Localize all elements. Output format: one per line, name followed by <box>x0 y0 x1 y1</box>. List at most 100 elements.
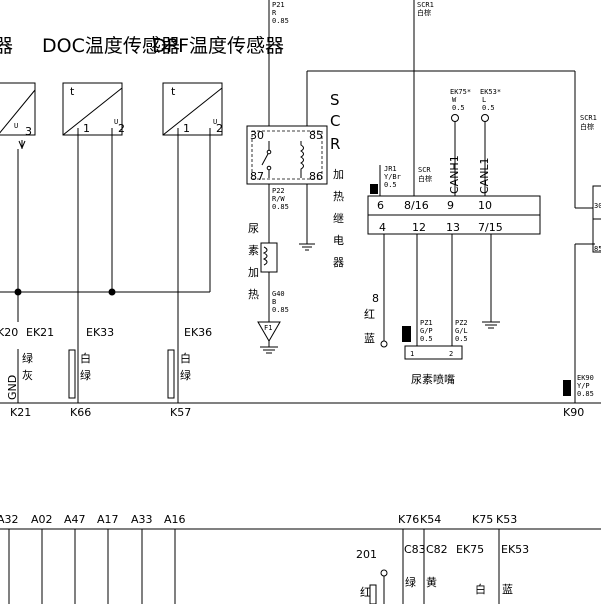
bottom-red: 红 <box>360 586 371 599</box>
jr1-color: Y/Br <box>384 173 401 181</box>
canl1-label: CANL1 <box>478 157 491 194</box>
pin-8-16: 8/16 <box>404 199 429 212</box>
left-partial-sensor: U 3 <box>0 82 36 149</box>
gnd-label: GND <box>6 375 19 400</box>
doc-sensor: t U 1 2 <box>62 82 125 136</box>
ek75-size: 0.5 <box>452 104 465 112</box>
relay-scr-s: S <box>330 91 340 109</box>
relay-scr-r: R <box>330 135 340 153</box>
bottom-blue: 蓝 <box>502 583 513 596</box>
bottom-vertical-wires <box>8 529 176 604</box>
pin4-terminal <box>380 340 388 348</box>
bottom-n201: 201 <box>356 548 377 561</box>
svg-text:器: 器 <box>333 256 344 269</box>
svg-text:绿: 绿 <box>180 368 191 382</box>
svg-text:加: 加 <box>248 266 259 279</box>
pin-7-15: 7/15 <box>478 221 503 234</box>
k57-label: K57 <box>170 406 191 419</box>
pz2-tag: PZ2 <box>455 319 468 327</box>
scr1-top-color: 白棕 <box>417 8 431 17</box>
pz1-tag: PZ1 <box>420 319 433 327</box>
wire-ek36-label: EK36 <box>184 326 212 339</box>
jr1-tag: JR1 <box>384 165 397 173</box>
ek90-marker <box>563 380 571 396</box>
ek53-tag: EK53* <box>480 88 501 96</box>
dpf-sensor: t U 1 2 <box>162 82 223 136</box>
ground-symbol-1 <box>299 243 315 251</box>
bottom-label-a17: A17 <box>97 513 119 526</box>
plug-pin2: 2 <box>449 350 453 358</box>
bottom-label-k53: K53 <box>496 513 517 526</box>
pin-4: 4 <box>379 221 386 234</box>
bottom-label-a47: A47 <box>64 513 86 526</box>
scr-wire-tag: SCR <box>418 166 431 174</box>
k90-label: K90 <box>563 406 584 419</box>
left-sensor-pin: 3 <box>25 125 32 138</box>
pin-13: 13 <box>446 221 460 234</box>
relay-label-cn: 加 热 继 电 器 <box>333 168 344 269</box>
doc-sensor-pin1: 1 <box>83 122 90 135</box>
pz1-size: 0.5 <box>420 335 433 343</box>
wire-k20-label: K20 <box>0 326 18 339</box>
svg-text:红: 红 <box>364 308 375 321</box>
color-white-green-2: 白 绿 <box>167 349 191 399</box>
k21-label: K21 <box>10 406 31 419</box>
relay-pin86: 86 <box>309 170 323 183</box>
doc-sensor-title: DOC温度传感器 <box>42 35 180 57</box>
canh1-label: CANH1 <box>448 155 461 194</box>
g40-tag: G40 <box>272 290 285 298</box>
svg-text:热: 热 <box>333 190 344 203</box>
svg-text:电: 电 <box>333 234 344 247</box>
bottom-red-marker <box>369 584 377 604</box>
svg-text:热: 热 <box>248 288 259 301</box>
bottom-label-k75: K75 <box>472 513 493 526</box>
bottom-yellow: 黄 <box>426 575 437 589</box>
ek90-size: 0.85 <box>577 390 594 398</box>
scr-wire-color: 白棕 <box>418 174 432 183</box>
red-blue-label: 红 蓝 <box>364 308 375 345</box>
pz1-color: G/P <box>420 327 433 335</box>
doc-sensor-pin2: 2 <box>118 122 125 135</box>
heating-relay: 30 85 87 86 <box>246 125 328 185</box>
jr1-marker <box>370 184 378 194</box>
bottom-label-a33: A33 <box>131 513 153 526</box>
bottom-label-a32: A32 <box>0 513 19 526</box>
pz2-size: 0.5 <box>455 335 468 343</box>
ground-symbol-2 <box>482 321 500 329</box>
right-relay-pin85: 85 <box>594 245 601 253</box>
pz-marker <box>402 326 411 342</box>
svg-text:蓝: 蓝 <box>364 332 375 345</box>
doc-sensor-t-symbol: t <box>70 85 75 98</box>
ek53-size: 0.5 <box>482 104 495 112</box>
pz2-color: G/L <box>455 327 468 335</box>
scr1-right-tag: SCR1 <box>580 114 597 122</box>
sensor-wires <box>0 128 211 403</box>
pin-12: 12 <box>412 221 426 234</box>
pin-6: 6 <box>377 199 384 212</box>
bottom-right-wires <box>402 529 500 604</box>
svg-text:灰: 灰 <box>22 368 33 382</box>
g40-color: B <box>272 298 276 306</box>
ek75-tag: EK75* <box>450 88 471 96</box>
fuse-label: F1 <box>264 324 272 332</box>
pin-9: 9 <box>447 199 454 212</box>
urea-heater <box>260 242 278 273</box>
color-green-gray: 绿 灰 <box>22 351 33 382</box>
wire-ek21-label: EK21 <box>26 326 54 339</box>
urea-nozzle-plug: 1 2 <box>404 345 463 360</box>
pin-10: 10 <box>478 199 492 212</box>
scr1-right-color: 白棕 <box>580 122 594 131</box>
svg-text:绿: 绿 <box>22 351 33 365</box>
dpf-sensor-title: DPF温度传感器 <box>152 35 284 57</box>
doc-sensor-u-symbol: U <box>114 118 118 126</box>
dpf-sensor-pin1: 1 <box>183 122 190 135</box>
ek53-color: L <box>482 96 486 104</box>
ek90-color: Y/P <box>577 382 590 390</box>
svg-text:白: 白 <box>80 351 91 365</box>
right-relay-pin30: 30 <box>594 202 601 210</box>
svg-text:尿: 尿 <box>248 222 259 235</box>
color-white-green-1: 白 绿 <box>68 349 91 399</box>
ek53-input: EK53* L 0.5 CANL1 <box>478 88 501 196</box>
p22-tag: P22 <box>272 187 285 195</box>
wire-ek33-label: EK33 <box>86 326 114 339</box>
